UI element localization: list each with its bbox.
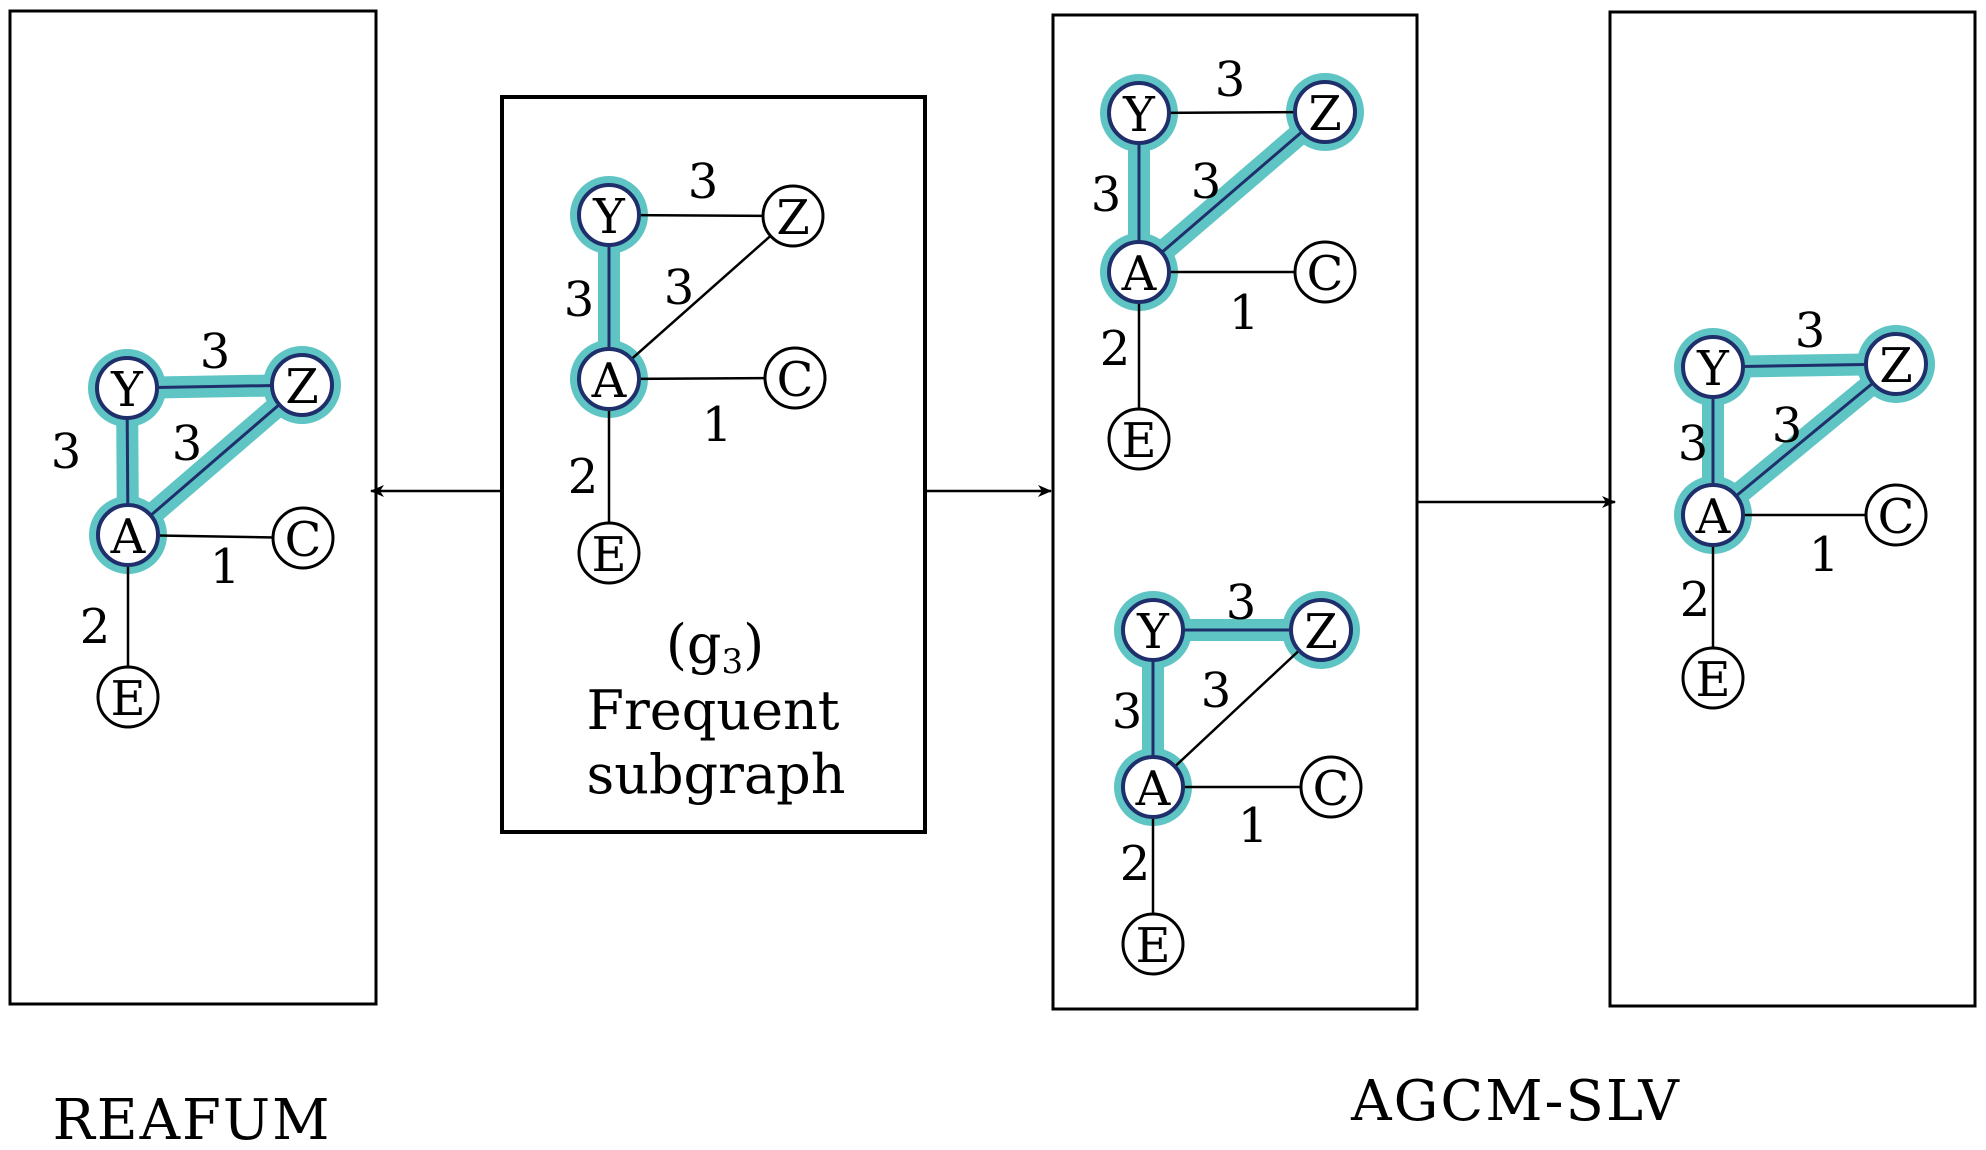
edge-weight-y-a: 3 (51, 424, 82, 480)
node-label-a: A (110, 509, 147, 565)
graph-agcm-candidate-1: 3 3 3 1 2 Y Z A C E (1091, 52, 1364, 471)
node-label-y: Y (1696, 341, 1730, 397)
node-label-c: C (285, 512, 322, 568)
node-label-c: C (1878, 489, 1915, 545)
node-c (1299, 755, 1363, 819)
node-label-z: Z (285, 359, 318, 415)
caption-subgraph: subgraph (587, 743, 846, 806)
graph-frequent-subgraph: 3 3 3 1 2 Y Z A C E (564, 154, 827, 585)
edge-a-z (608, 215, 794, 380)
edge-weight-y-z: 3 (1795, 303, 1826, 359)
edge-weight-a-c: 1 (1238, 798, 1269, 854)
node-c (1293, 240, 1357, 304)
node-a (1107, 240, 1171, 304)
edge-a-z (127, 383, 303, 537)
node-e (1107, 407, 1171, 471)
node-label-a: A (1135, 761, 1172, 817)
edge-weight-a-e: 2 (568, 449, 599, 505)
node-e (1121, 912, 1185, 976)
node-label-z: Z (1879, 338, 1912, 394)
edge-weight-y-a: 3 (1678, 416, 1709, 472)
method-label-agcm-slv: AGCM-SLV (1350, 1069, 1681, 1134)
edge-weight-a-z: 3 (664, 260, 695, 316)
node-label-y: Y (1122, 87, 1156, 143)
node-label-c: C (777, 352, 814, 408)
edge-weight-a-z: 3 (172, 416, 203, 472)
node-e (96, 665, 160, 729)
node-e (577, 521, 641, 585)
edge-weight-a-c: 1 (1229, 285, 1260, 341)
edge-weight-a-e: 2 (1120, 836, 1151, 892)
edge-weight-a-c: 1 (702, 397, 733, 453)
edge-weight-y-z: 3 (1215, 52, 1246, 108)
edge-weight-a-c: 1 (1809, 527, 1840, 583)
node-label-y: Y (592, 189, 626, 245)
node-z (1864, 332, 1928, 396)
node-c (1864, 483, 1928, 547)
edge-weight-y-a: 3 (1091, 167, 1122, 223)
graph-agcm-result: 3 3 3 1 2 Y Z A C E (1674, 303, 1935, 710)
graph-agcm-candidate-2: 3 3 3 1 2 Y Z A C E (1112, 575, 1363, 976)
node-label-y: Y (110, 362, 144, 418)
node-label-e: E (110, 671, 145, 727)
node-label-c: C (1313, 761, 1350, 817)
node-y (1121, 598, 1185, 662)
reafum-result-box (8, 9, 378, 1006)
node-y (1681, 335, 1745, 399)
edge-weight-y-a: 3 (564, 272, 595, 328)
caption-g3: (g3) (666, 613, 764, 682)
edge-weight-y-a: 3 (1112, 684, 1143, 740)
node-y (577, 183, 641, 247)
node-label-e: E (1695, 652, 1730, 708)
node-label-y: Y (1136, 604, 1170, 660)
node-label-e: E (1135, 918, 1170, 974)
edge-weight-y-z: 3 (1226, 575, 1257, 631)
edge-weight-a-e: 2 (1680, 572, 1711, 628)
node-label-a: A (1121, 246, 1158, 302)
node-a (1121, 755, 1185, 819)
node-z (761, 184, 825, 248)
edge-weight-a-c: 1 (210, 539, 241, 595)
node-y (1107, 81, 1171, 145)
method-label-reafum: REAFUM (53, 1088, 332, 1150)
node-e (1681, 646, 1745, 710)
edge-weight-a-e: 2 (80, 599, 111, 655)
edge-weight-a-z: 3 (1772, 398, 1803, 454)
node-label-e: E (1121, 413, 1156, 469)
edge-a-z (1138, 110, 1326, 274)
node-z (1289, 598, 1353, 662)
node-z (270, 353, 334, 417)
node-label-a: A (591, 353, 628, 409)
caption-frequent: Frequent (586, 679, 839, 742)
node-z (1293, 80, 1357, 144)
agcm-result-box (1608, 10, 1977, 1008)
edge-weight-a-z: 3 (1191, 154, 1222, 210)
node-label-z: Z (776, 190, 809, 246)
node-y (95, 356, 159, 420)
edge-weight-y-z: 3 (688, 154, 719, 210)
node-label-c: C (1307, 246, 1344, 302)
node-a (96, 503, 160, 567)
node-label-a: A (1695, 489, 1732, 545)
edge-weight-y-z: 3 (200, 324, 231, 380)
node-c (271, 506, 335, 570)
node-label-e: E (591, 527, 626, 583)
graph-reafum-result: 3 3 3 1 2 Y Z A C E (51, 324, 341, 729)
node-label-z: Z (1308, 86, 1341, 142)
edge-a-z (1712, 362, 1897, 517)
edge-a-z (1152, 629, 1322, 788)
edge-weight-a-z: 3 (1201, 663, 1232, 719)
node-a (577, 347, 641, 411)
agcm-candidates-box (1051, 13, 1419, 1011)
edge-weight-a-e: 2 (1100, 321, 1131, 377)
node-a (1681, 483, 1745, 547)
frequent-subgraph-box (500, 95, 927, 834)
node-c (763, 346, 827, 410)
node-label-z: Z (1304, 604, 1337, 660)
